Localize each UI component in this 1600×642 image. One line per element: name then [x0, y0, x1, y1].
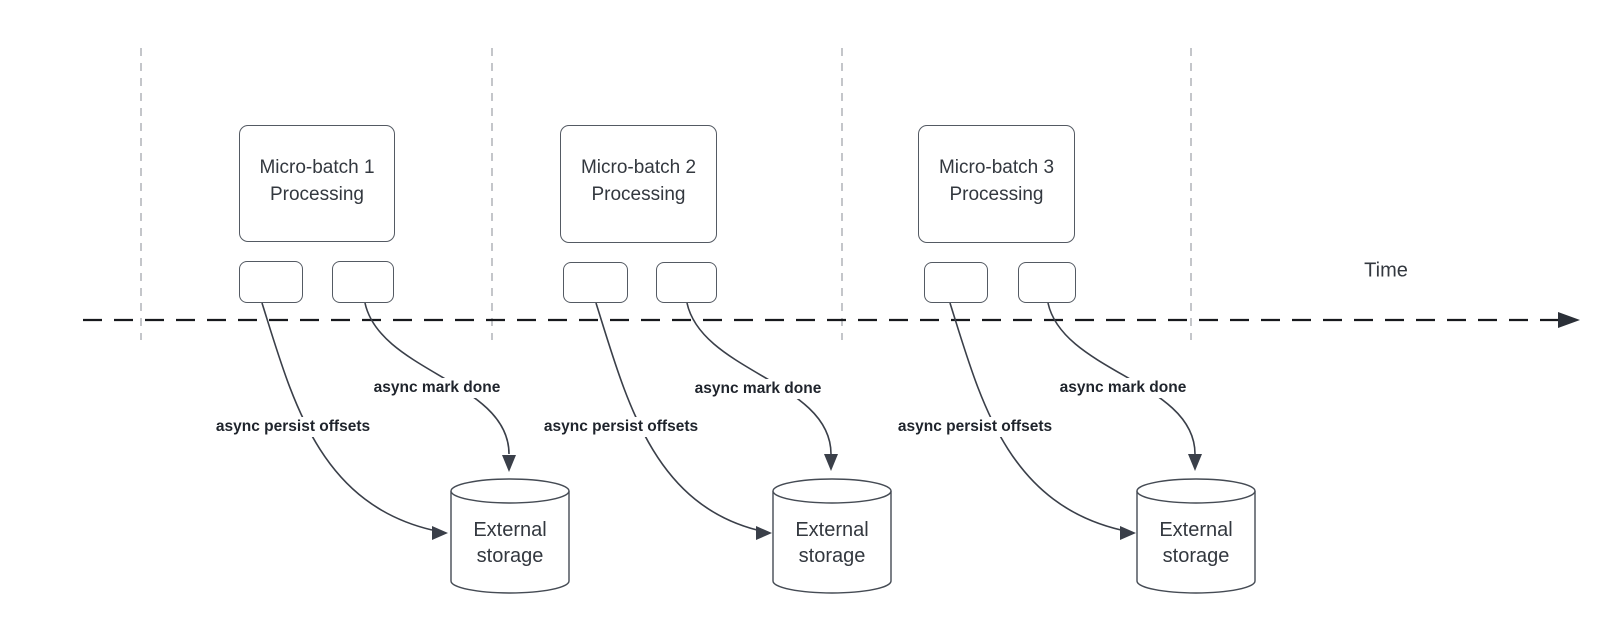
- batch1-mark-done-label: async mark done: [370, 378, 504, 398]
- persist-offsets-arrow-1: [261, 302, 433, 531]
- batch2-persist-offsets-label: async persist offsets: [540, 417, 702, 437]
- batch1-offset-task-box: [239, 261, 303, 303]
- time-axis-label: Time: [1364, 259, 1408, 282]
- batch2-edges: [595, 302, 832, 531]
- mark-done-arrow-2: [686, 302, 832, 455]
- time-axis: [83, 312, 1580, 328]
- batch2-offset-task-box: [563, 262, 628, 303]
- micro-batch-2-processing-box: Micro-batch 2 Processing: [560, 125, 717, 243]
- persist-arrowhead-3-icon: [1120, 526, 1136, 540]
- mark-done-arrowhead-2-icon: [824, 454, 838, 471]
- storage-cylinder-2-icon: [772, 478, 892, 594]
- batch3-offset-task-box: [924, 262, 988, 303]
- time-axis-arrowhead-icon: [1558, 312, 1580, 328]
- batch3-edges: [949, 302, 1196, 531]
- external-storage-3-label: External storage: [1159, 519, 1233, 567]
- external-storage-1-label: External storage: [473, 519, 547, 567]
- micro-batch-1-processing-box: Micro-batch 1 Processing: [239, 125, 395, 242]
- storage-cylinder-3-icon: [1136, 478, 1256, 594]
- mark-done-arrow-1: [364, 302, 510, 455]
- batch2-mark-done-label: async mark done: [691, 379, 825, 399]
- mark-done-arrow-3: [1047, 302, 1196, 455]
- persist-arrowhead-2-icon: [756, 526, 772, 540]
- persist-offsets-arrow-3: [949, 302, 1122, 531]
- persist-arrowhead-1-icon: [432, 526, 448, 540]
- mark-done-arrowhead-3-icon: [1188, 454, 1202, 471]
- batch2-commit-task-box: [656, 262, 717, 303]
- micro-batch-3-processing-box: Micro-batch 3 Processing: [918, 125, 1075, 243]
- batch3-commit-task-box: [1018, 262, 1076, 303]
- mark-done-arrowhead-1-icon: [502, 455, 516, 472]
- period-separator-lines: [140, 48, 1192, 340]
- storage-cylinder-1-icon: [450, 478, 570, 594]
- storage-cylinders: [450, 478, 1256, 594]
- persist-offsets-arrow-2: [595, 302, 758, 531]
- batch1-commit-task-box: [332, 261, 394, 303]
- batch1-persist-offsets-label: async persist offsets: [212, 417, 374, 437]
- batch1-edges: [261, 302, 510, 531]
- batch3-persist-offsets-label: async persist offsets: [894, 417, 1056, 437]
- external-storage-2-label: External storage: [795, 519, 869, 567]
- batch3-mark-done-label: async mark done: [1056, 378, 1190, 398]
